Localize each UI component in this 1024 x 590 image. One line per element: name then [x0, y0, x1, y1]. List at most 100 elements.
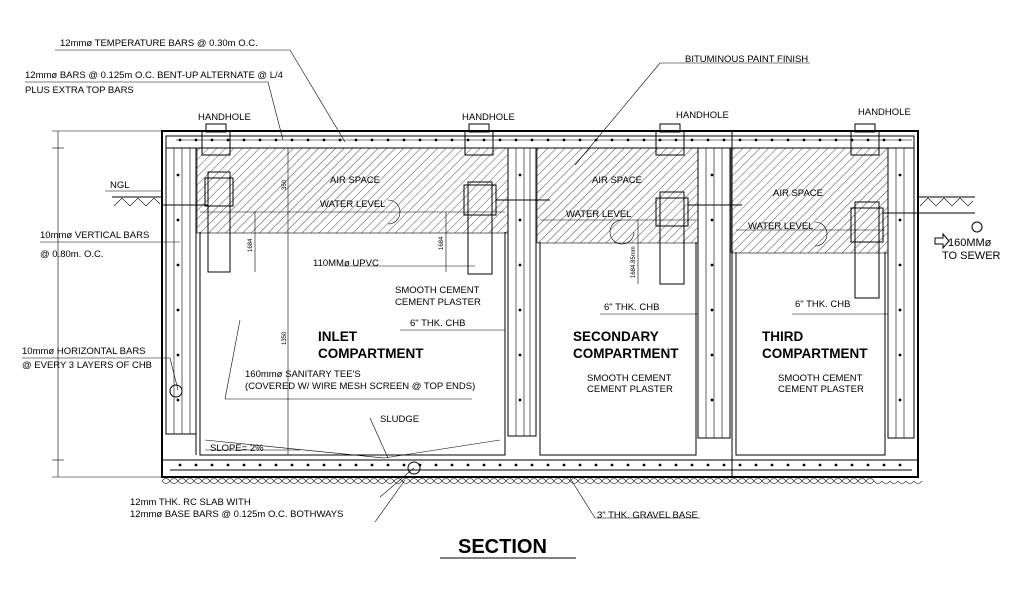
base-rebar-dot — [290, 463, 294, 467]
pipes — [162, 171, 983, 299]
note-temp-bars: 12mmø TEMPERATURE BARS @ 0.30m O.C. — [60, 38, 258, 49]
wall-rebar-dot — [176, 308, 180, 312]
top-rebar-dot — [658, 138, 662, 142]
leaders — [22, 49, 950, 523]
base-rebar-dot — [210, 463, 214, 467]
base-rebar-dot — [754, 463, 758, 467]
dim-4: 1350 — [282, 331, 288, 345]
note-plaster3-1: SMOOTH CEMENT — [778, 373, 863, 384]
base-rebar-dot — [354, 463, 358, 467]
dim-2: 1684 — [439, 236, 445, 250]
wall-rebar-dot — [518, 218, 522, 222]
handhole-label-3: HANDHOLE — [676, 110, 729, 121]
top-rebar-dot — [594, 138, 598, 142]
dim-3: 1684.85mm — [631, 246, 637, 278]
base-rebar-dot — [322, 463, 326, 467]
top-rebar-dot — [386, 138, 390, 142]
ground-right — [918, 196, 975, 207]
air-space-hatch — [196, 147, 889, 254]
note-plaster3-2: CEMENT PLASTER — [778, 384, 864, 395]
note-plaster2-2: CEMENT PLASTER — [587, 384, 673, 395]
wall-rebar-dot — [176, 353, 180, 357]
top-rebar-dot — [338, 138, 342, 142]
air-space-1: AIR SPACE — [330, 175, 380, 186]
top-rebar-dot — [210, 138, 214, 142]
handholes — [201, 123, 880, 156]
note-bitumen: BITUMINOUS PAINT FINISH — [685, 54, 808, 65]
top-rebar-dot — [466, 138, 470, 142]
note-tees-1: 160mmø SANITARY TEE'S — [245, 369, 361, 380]
top-rebar-dot — [530, 138, 534, 142]
wall-rebar-dot — [898, 398, 902, 402]
handhole-label-2: HANDHOLE — [462, 112, 515, 123]
water-lines — [200, 199, 885, 247]
top-rebar-dot — [354, 138, 358, 142]
wall-2 — [697, 147, 731, 439]
top-rebar-dot — [178, 138, 182, 142]
top-rebar-dot — [434, 138, 438, 142]
wall-rebar-dot — [518, 353, 522, 357]
top-rebar-dot — [738, 138, 742, 142]
base-rebar-dot — [722, 463, 726, 467]
wall-rebar-dot — [898, 263, 902, 267]
wall-1 — [507, 147, 537, 437]
base-rebar-dot — [866, 463, 870, 467]
base-rebar-dot — [178, 463, 182, 467]
base-rebar-dot — [610, 463, 614, 467]
top-rebar-dot — [866, 138, 870, 142]
base-rebar-dot — [594, 463, 598, 467]
top-rebar-dot — [722, 138, 726, 142]
base-rebar-dot — [418, 463, 422, 467]
inner-plaster — [199, 232, 886, 459]
note-vert-bars-2: @ 0.80m. O.C. — [40, 249, 104, 260]
top-rebar-dot — [322, 138, 326, 142]
water-level-2: WATER LEVEL — [566, 209, 631, 220]
wall-rebar-dot — [710, 308, 714, 312]
base-rebar-dot — [626, 463, 630, 467]
note-sewer-2: TO SEWER — [942, 250, 1001, 262]
secondary-title-2: COMPARTMENT — [573, 346, 679, 361]
wall-rebar-dot — [176, 173, 180, 177]
top-rebar-dot — [242, 138, 246, 142]
drawing-title: SECTION — [458, 536, 547, 558]
note-sludge: SLUDGE — [380, 414, 419, 425]
top-rebar-dot — [258, 138, 262, 142]
base-rebar-dot — [706, 463, 710, 467]
base-rebar-dot — [770, 463, 774, 467]
base-rebar-dot — [690, 463, 694, 467]
base-rebar-dot — [402, 463, 406, 467]
note-horiz-bars-2: @ EVERY 3 LAYERS OF CHB — [22, 360, 152, 371]
wall-rebar-dot — [710, 263, 714, 267]
base-rebar-dot — [466, 463, 470, 467]
top-rebar-dot — [754, 138, 758, 142]
base-rebar-dot — [386, 463, 390, 467]
top-rebar-dot — [450, 138, 454, 142]
note-plaster1-2: CEMENT PLASTER — [395, 297, 481, 308]
top-rebar-dot — [546, 138, 550, 142]
top-rebar-dot — [674, 138, 678, 142]
note-bent-bars-2: PLUS EXTRA TOP BARS — [25, 85, 134, 96]
top-rebar-dot — [770, 138, 774, 142]
top-rebar-dot — [370, 138, 374, 142]
note-tees-2: (COVERED W/ WIRE MESH SCREEN @ TOP ENDS) — [245, 381, 475, 392]
top-rebar-dot — [898, 138, 902, 142]
wall-rebar-dot — [176, 218, 180, 222]
note-bent-bars-1: 12mmø BARS @ 0.125m O.C. BENT-UP ALTERNA… — [25, 70, 283, 81]
wall-rebar-dot — [518, 398, 522, 402]
base-rebar-dot — [786, 463, 790, 467]
top-rebar-dot — [274, 138, 278, 142]
top-rebar-dot — [818, 138, 822, 142]
wall-rebar-dot — [710, 218, 714, 222]
wall-rebar-dot — [518, 308, 522, 312]
wall-rebar-dot — [518, 173, 522, 177]
base-rebar-dot — [802, 463, 806, 467]
wall-rebar-dot — [898, 218, 902, 222]
top-rebar-dot — [690, 138, 694, 142]
third-title-1: THIRD — [762, 329, 803, 344]
handhole-label-1: HANDHOLE — [198, 112, 251, 123]
base-rebar-dot — [834, 463, 838, 467]
base-rebar-dot — [450, 463, 454, 467]
base-rebar-dot — [738, 463, 742, 467]
